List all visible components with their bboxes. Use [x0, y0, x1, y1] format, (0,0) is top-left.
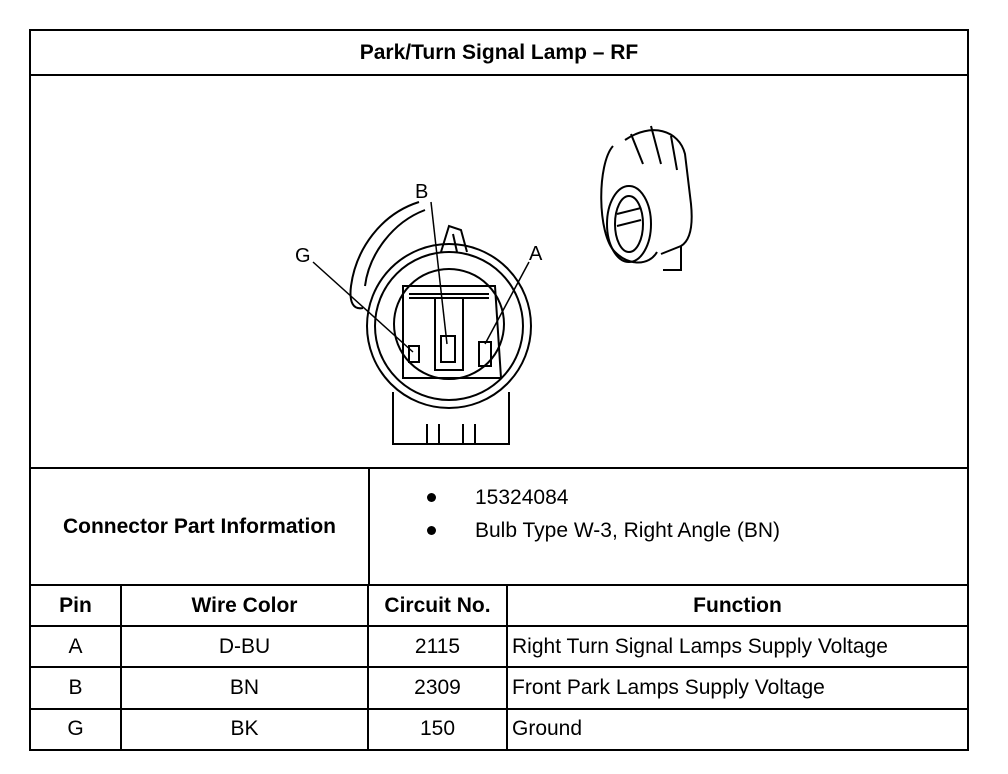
- cell-circuit: 2115: [367, 625, 508, 669]
- info-item-part-number: 15324084: [371, 481, 961, 514]
- table-header-row: Pin Wire Color Circuit No. Function: [31, 586, 967, 628]
- pin-label-g: G: [295, 245, 311, 267]
- connector-diagram: B G A: [31, 74, 967, 469]
- cell-circuit: 2309: [367, 666, 508, 710]
- header-pin: Pin: [31, 586, 122, 628]
- cell-circuit: 150: [367, 707, 508, 749]
- connector-sheet: Park/Turn Signal Lamp – RF: [29, 29, 969, 751]
- cell-function: Right Turn Signal Lamps Supply Voltage: [506, 625, 967, 669]
- cell-function: Front Park Lamps Supply Voltage: [506, 666, 967, 710]
- connector-info-label: Connector Part Information: [31, 469, 370, 584]
- cell-wire-color: BK: [120, 707, 369, 749]
- cell-pin: B: [31, 666, 122, 710]
- cell-pin: G: [31, 707, 122, 749]
- header-wire-color: Wire Color: [120, 586, 369, 628]
- header-function: Function: [506, 586, 967, 628]
- cell-pin: A: [31, 625, 122, 669]
- bullet-icon: [427, 526, 436, 535]
- pin-label-a: A: [529, 243, 543, 265]
- info-item-bulb-type: Bulb Type W-3, Right Angle (BN): [371, 514, 961, 547]
- sheet-title: Park/Turn Signal Lamp – RF: [31, 31, 967, 76]
- connector-side-view: [600, 125, 693, 271]
- table-row: G BK 150 Ground: [31, 707, 967, 749]
- bullet-icon: [427, 493, 436, 502]
- connector-face-illustration: B G A: [295, 125, 693, 445]
- connector-info-list: 15324084 Bulb Type W-3, Right Angle (BN): [371, 481, 961, 547]
- table-row: B BN 2309 Front Park Lamps Supply Voltag…: [31, 666, 967, 710]
- pin-label-b: B: [415, 181, 428, 203]
- cell-wire-color: D-BU: [120, 625, 369, 669]
- cell-function: Ground: [506, 707, 967, 749]
- connector-part-info: Connector Part Information 15324084 Bulb…: [31, 469, 967, 586]
- table-row: A D-BU 2115 Right Turn Signal Lamps Supp…: [31, 625, 967, 669]
- cell-wire-color: BN: [120, 666, 369, 710]
- pinout-table: Pin Wire Color Circuit No. Function A D-…: [31, 586, 967, 749]
- header-circuit-no: Circuit No.: [367, 586, 508, 628]
